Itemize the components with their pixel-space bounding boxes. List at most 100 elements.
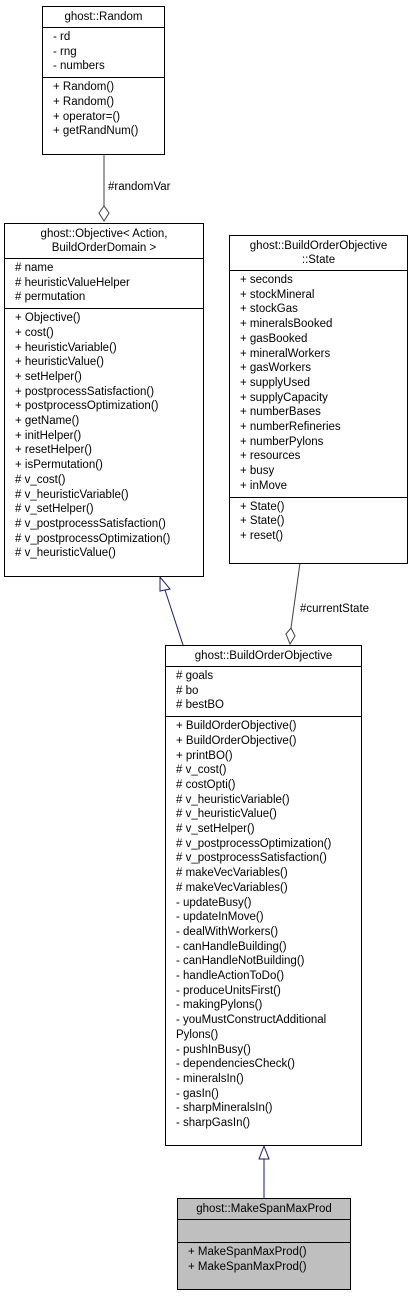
method-item: + isPermutation(): [15, 459, 103, 472]
method-item: - sharpMineralsIn(): [176, 1102, 273, 1115]
method-item: - canHandleNotBuilding(): [176, 955, 305, 968]
method-item: - dependenciesCheck(): [176, 1058, 295, 1071]
method-item: - youMustConstructAdditional: [176, 1014, 327, 1027]
methods-section: + Random()+ Random()+ operator=()+ getRa…: [43, 77, 164, 142]
attribute-item: + inMove: [240, 479, 287, 492]
method-item: - handleActionToDo(): [176, 970, 285, 983]
attribute-item: # name: [15, 262, 54, 274]
currentstate-label: #currentState: [300, 603, 370, 615]
method-item: - sharpGasIn(): [176, 1117, 251, 1130]
class-random[interactable]: ghost::Random - rd- rng- numbers + Rando…: [42, 6, 165, 155]
attribute-item: # goals: [176, 670, 214, 682]
method-item: - mineralsIn(): [176, 1072, 244, 1085]
class-title: ghost::MakeSpanMaxProd: [196, 1203, 332, 1215]
attribute-item: + stockMineral: [240, 288, 315, 301]
method-item: + BuildOrderObjective(): [176, 734, 297, 747]
attributes-section: - rd - rng - numbers: [43, 27, 164, 77]
attribute-item: - rd: [53, 31, 71, 43]
method-item: # v_setHelper(): [15, 503, 94, 516]
method-item: + MakeSpanMaxProd(): [188, 1246, 307, 1258]
method-item: - dealWithWorkers(): [176, 925, 279, 938]
attribute-item: - numbers: [53, 60, 105, 73]
attribute-item: + mineralsBooked: [240, 318, 333, 331]
class-title: ghost::Objective< Action, BuildOrderDoma…: [5, 224, 203, 258]
method-item: - updateInMove(): [176, 911, 264, 924]
class-title: ghost::BuildOrderObjective ::State: [230, 236, 407, 270]
inheritance-edge-buildorder: [164, 589, 184, 646]
method-item: # v_cost(): [176, 764, 227, 777]
attribute-item: + supplyCapacity: [240, 391, 328, 404]
class-title-line2: ::State: [301, 254, 336, 266]
attribute-item: # bo: [176, 684, 199, 697]
attributes-section: # name# heuristicValueHelper# permutatio…: [5, 258, 203, 308]
method-item: + State(): [240, 515, 285, 528]
method-item: + reset(): [240, 529, 284, 542]
class-title-line1: ghost::Objective< Action,: [40, 228, 168, 240]
method-item: + postprocessOptimization(): [15, 400, 159, 413]
class-title: ghost::Random: [64, 11, 143, 23]
method-item: + cost(): [15, 326, 54, 339]
method-item: + Random(): [53, 81, 115, 94]
attribute-item: + gasWorkers: [240, 362, 312, 375]
class-title: ghost::BuildOrderObjective: [194, 650, 333, 662]
method-item: # v_postprocessOptimization(): [15, 532, 171, 545]
methods-section: + BuildOrderObjective()+ BuildOrderObjec…: [166, 716, 361, 1134]
class-objective[interactable]: ghost::Objective< Action, BuildOrderDoma…: [4, 223, 204, 577]
randomvar-label: #randomVar: [108, 181, 171, 193]
attribute-item: + resources: [240, 450, 301, 463]
attributes-section: [178, 1219, 350, 1242]
attributes-section: # goals # bo # bestBO: [166, 666, 361, 716]
method-item: + State(): [240, 500, 285, 513]
method-item: # v_setHelper(): [176, 823, 255, 836]
class-state[interactable]: ghost::BuildOrderObjective ::State + sec…: [229, 235, 408, 564]
class-makespanmaxprod[interactable]: ghost::MakeSpanMaxProd + MakeSpanMaxProd…: [177, 1198, 351, 1290]
method-item: + setHelper(): [15, 370, 82, 383]
method-item: # makeVecVariables(): [176, 881, 288, 894]
class-title-line1: ghost::BuildOrderObjective: [249, 240, 388, 252]
method-item: + printBO(): [176, 749, 233, 762]
class-buildorderobjective[interactable]: ghost::BuildOrderObjective # goals# bo# …: [165, 645, 362, 1146]
method-item: # v_postprocessSatisfaction(): [15, 517, 166, 530]
method-item: # v_heuristicValue(): [15, 547, 116, 560]
method-item: + postprocessSatisfaction(): [15, 385, 155, 398]
method-item: + MakeSpanMaxProd(): [188, 1260, 307, 1273]
method-item: + BuildOrderObjective(): [176, 720, 297, 733]
attribute-item: + mineralWorkers: [240, 347, 331, 360]
method-item: # v_postprocessOptimization(): [176, 837, 332, 850]
currentstate-diamond: [285, 627, 296, 646]
attribute-item: + numberRefineries: [240, 421, 341, 434]
inheritance-arrow-objective: [159, 575, 171, 592]
method-item: + heuristicVariable(): [15, 341, 117, 354]
attribute-item: # heuristicValueHelper: [15, 276, 130, 289]
method-item: + getRandNum(): [53, 125, 139, 138]
attribute-item: # bestBO: [176, 699, 224, 712]
attribute-item: + numberPylons: [240, 435, 324, 448]
method-item: Pylons(): [176, 1028, 219, 1041]
method-item: # makeVecVariables(): [176, 867, 288, 880]
method-item: - makingPylons(): [176, 999, 263, 1012]
attribute-item: + numberBases: [240, 406, 321, 419]
randomvar-diamond: [98, 205, 110, 222]
attribute-item: + busy: [240, 465, 275, 478]
method-item: # v_postprocessSatisfaction(): [176, 852, 327, 865]
attribute-item: + seconds: [240, 274, 293, 286]
method-item: - produceUnitsFirst(): [176, 984, 281, 997]
method-item: + operator=(): [53, 110, 121, 123]
inheritance-arrow-buildorder: [258, 1144, 270, 1160]
method-item: + getName(): [15, 415, 80, 428]
attribute-item: - rng: [53, 45, 77, 58]
method-item: - pushInBusy(): [176, 1043, 251, 1056]
method-item: + Objective(): [15, 312, 81, 325]
method-item: + initHelper(): [15, 429, 82, 442]
attribute-item: + stockGas: [240, 303, 298, 316]
method-item: # v_cost(): [15, 473, 66, 486]
method-item: # v_heuristicVariable(): [15, 488, 129, 501]
attribute-item: + gasBooked: [240, 332, 308, 345]
method-item: # v_heuristicVariable(): [176, 793, 290, 806]
methods-section: + State()+ State()+ reset(): [230, 496, 407, 547]
method-item: # costOpti(): [176, 778, 236, 791]
method-item: - updateBusy(): [176, 896, 252, 909]
attributes-section: + seconds + stockMineral + stockGas + miner…: [230, 270, 407, 497]
attribute-item: + supplyUsed: [240, 376, 310, 389]
